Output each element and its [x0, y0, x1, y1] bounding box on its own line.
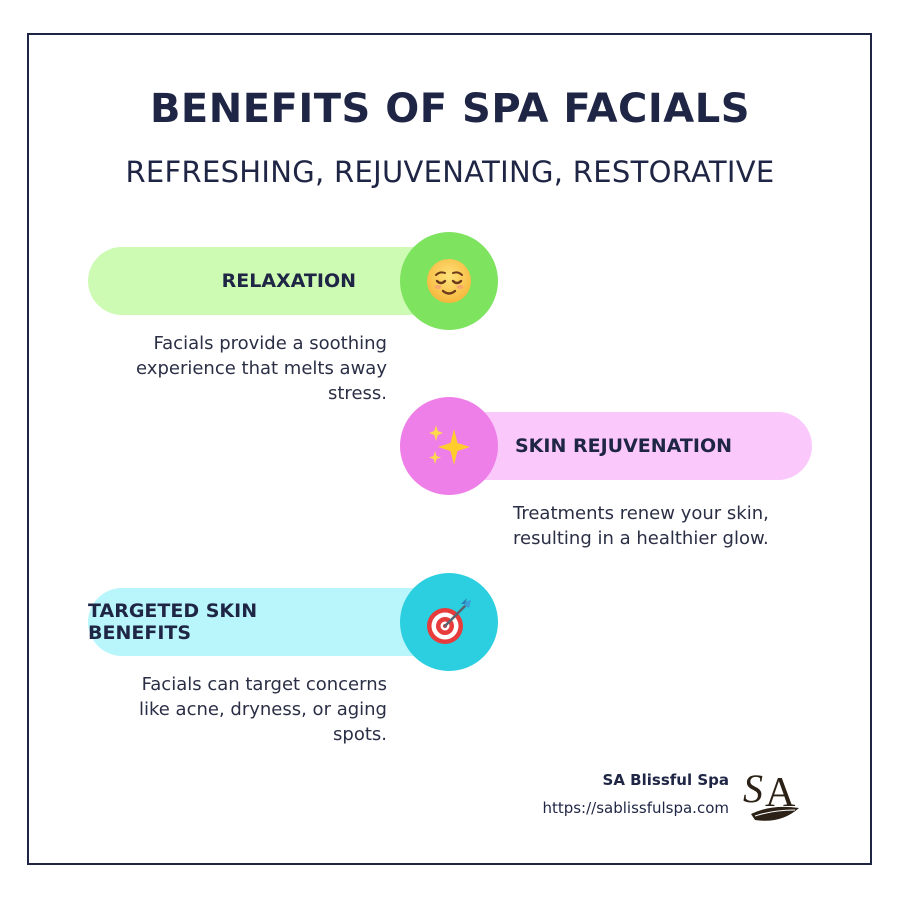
sparkles-icon	[429, 425, 470, 465]
benefit-relaxation-title: RELAXATION	[221, 270, 356, 292]
brand-name: SA Blissful Spa	[602, 771, 729, 789]
sa-logo-icon: S A	[743, 766, 799, 821]
brand-url-link[interactable]: https://sablissfulspa.com	[542, 799, 729, 817]
bullseye-dart-icon	[427, 598, 471, 644]
svg-text:S: S	[743, 766, 763, 811]
benefit-relaxation-description: Facials provide a soothing experience th…	[136, 333, 387, 404]
benefit-targeted-description: Facials can target concerns like acne, d…	[138, 674, 387, 745]
benefit-targeted-circle	[400, 573, 498, 671]
page-subtitle: REFRESHING, REJUVENATING, RESTORATIVE	[125, 155, 775, 189]
benefit-rejuvenation-description: Treatments renew your skin, resulting in…	[513, 503, 769, 549]
infographic-frame	[27, 33, 872, 865]
benefit-rejuvenation-title: SKIN REJUVENATION	[515, 435, 732, 457]
relieved-face-icon	[427, 259, 471, 303]
benefit-targeted-title: TARGETED SKIN BENEFITS	[88, 600, 258, 644]
page-title: BENEFITS OF SPA FACIALS	[149, 86, 751, 132]
benefit-rejuvenation-circle	[400, 397, 498, 495]
benefit-relaxation-circle	[400, 232, 498, 330]
